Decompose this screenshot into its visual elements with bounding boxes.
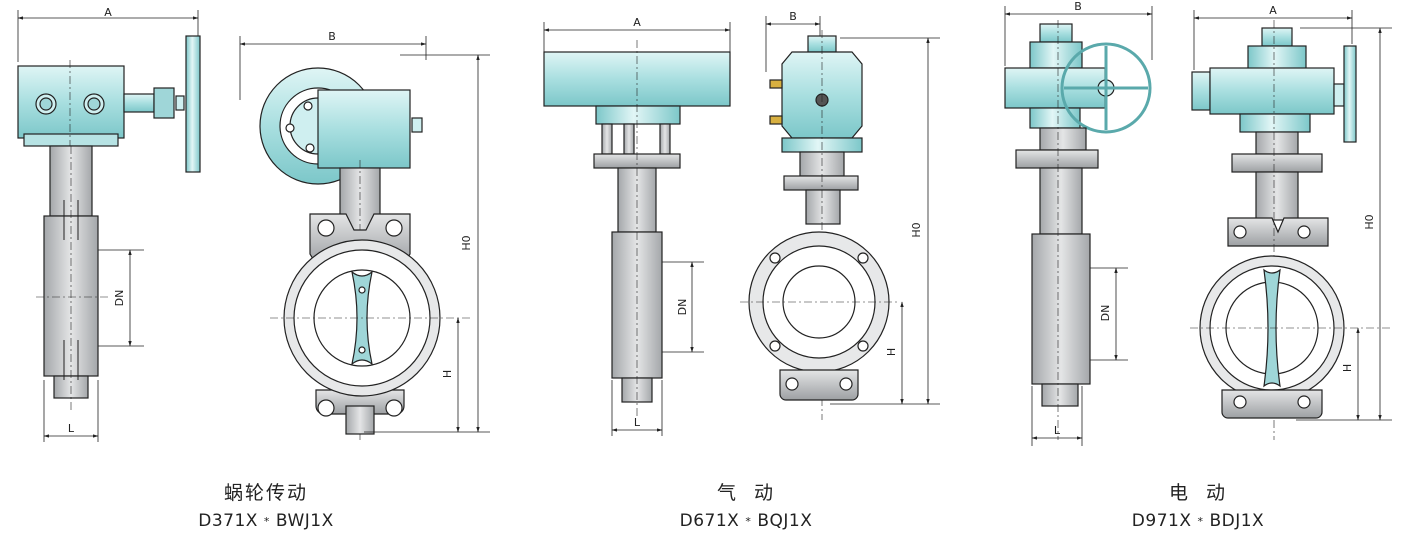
dim-label-dn-2: DN bbox=[676, 299, 689, 316]
dim-label-h0-3: H0 bbox=[1363, 214, 1376, 229]
dim-label-dn-3: DN bbox=[1099, 305, 1112, 322]
dim-label-h-2: H bbox=[885, 348, 898, 356]
actuator-type-label: 气 动 bbox=[716, 482, 776, 504]
caption-electric: 电 动 D971X * BDJ1X bbox=[1048, 478, 1348, 531]
dim-label-b: B bbox=[328, 30, 336, 43]
dim-label-h: H bbox=[441, 370, 454, 378]
worm-gear-front-view bbox=[239, 36, 490, 440]
model-code-b: BDJ1X bbox=[1209, 511, 1265, 531]
caption-worm-gear: 蜗轮传动 D371X * BWJ1X bbox=[116, 478, 416, 531]
separator-star: * bbox=[1197, 514, 1204, 528]
dim-label-l-2: L bbox=[634, 416, 641, 429]
actuator-type-label: 电 动 bbox=[1168, 482, 1228, 504]
dim-label-l: L bbox=[68, 422, 75, 435]
separator-star: * bbox=[263, 514, 270, 528]
dim-label-b-2: B bbox=[789, 10, 797, 23]
actuator-type-label: 蜗轮传动 bbox=[223, 482, 308, 504]
dim-label-b-3: B bbox=[1074, 0, 1082, 13]
dim-label-h0-2: H0 bbox=[910, 222, 923, 237]
model-code: D671X * BQJ1X bbox=[596, 511, 896, 531]
pneumatic-front-view bbox=[740, 16, 940, 420]
dim-label-l-3: L bbox=[1054, 424, 1061, 437]
dim-label-h0: H0 bbox=[460, 235, 473, 250]
dim-label-a-2: A bbox=[633, 16, 641, 29]
electric-front-view bbox=[1190, 10, 1392, 440]
caption-pneumatic: 气 动 D671X * BQJ1X bbox=[596, 478, 896, 531]
model-code: D971X * BDJ1X bbox=[1048, 511, 1348, 531]
model-code-b: BQJ1X bbox=[757, 511, 813, 531]
model-code-a: D971X bbox=[1131, 511, 1192, 531]
worm-gear-side-view bbox=[17, 10, 201, 442]
dim-label-dn: DN bbox=[113, 290, 126, 307]
model-code-a: D371X bbox=[198, 511, 258, 531]
electric-side-view bbox=[1004, 6, 1153, 446]
model-code-b: BWJ1X bbox=[275, 511, 334, 531]
model-code: D371X * BWJ1X bbox=[116, 511, 416, 531]
separator-star: * bbox=[745, 514, 752, 528]
dim-label-a: A bbox=[104, 6, 112, 19]
dim-label-a-3: A bbox=[1269, 4, 1277, 17]
dim-label-h-3: H bbox=[1341, 364, 1354, 372]
pneumatic-side-view bbox=[543, 22, 731, 436]
model-code-a: D671X bbox=[679, 511, 740, 531]
